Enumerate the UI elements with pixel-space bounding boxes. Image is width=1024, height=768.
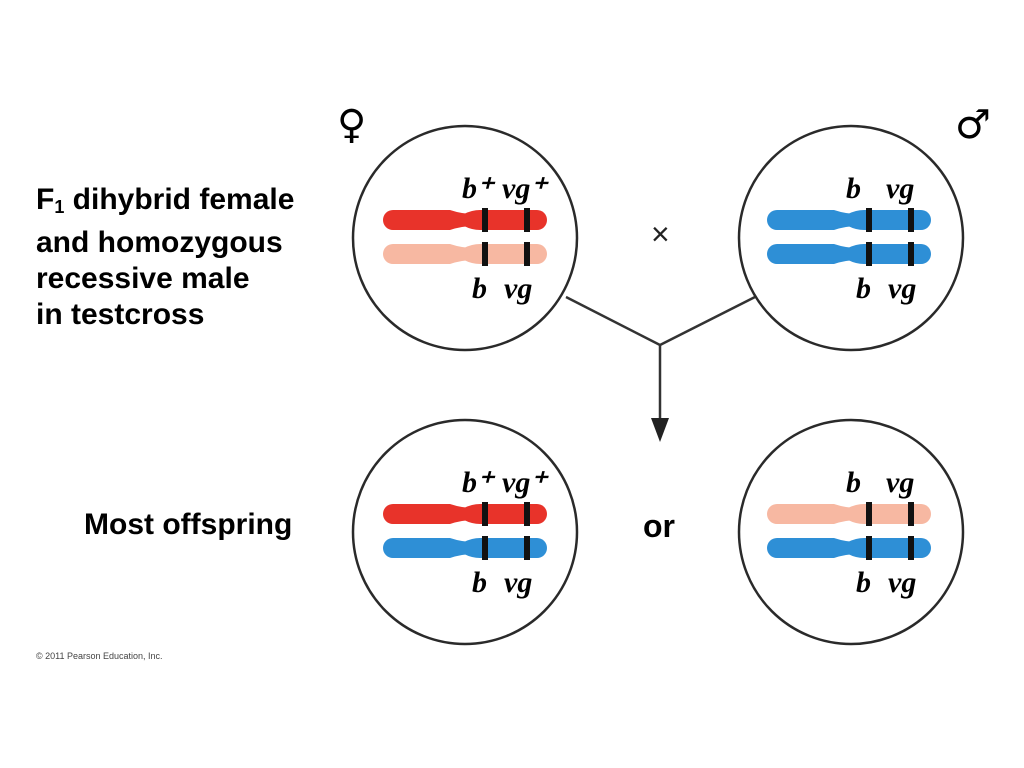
male-symbol-icon: ♂ bbox=[955, 102, 991, 148]
top-b-allele-label: b⁺ bbox=[462, 466, 496, 499]
arrow-head-icon bbox=[651, 418, 669, 442]
caption-line4: in testcross bbox=[36, 298, 205, 331]
bottom-b-allele-label: b bbox=[472, 272, 487, 305]
b-locus-band bbox=[866, 208, 872, 232]
most-offspring-label: Most offspring bbox=[84, 508, 293, 541]
vg-locus-band bbox=[524, 208, 530, 232]
b-locus-band bbox=[482, 536, 488, 560]
top-vg-allele-label: vg⁺ bbox=[502, 172, 549, 205]
bottom-vg-allele-label: vg bbox=[888, 566, 916, 599]
cell-outline bbox=[737, 124, 965, 352]
cell-outline bbox=[351, 418, 579, 646]
top-chromosome bbox=[767, 208, 931, 232]
cell-outline bbox=[737, 418, 965, 646]
cell-outline bbox=[351, 124, 579, 352]
copyright-text: © 2011 Pearson Education, Inc. bbox=[36, 651, 163, 661]
bottom-b-allele-label: b bbox=[472, 566, 487, 599]
cross-symbol: × bbox=[651, 216, 670, 252]
female-connector-line bbox=[565, 295, 661, 347]
caption-line2: and homozygous bbox=[36, 226, 283, 259]
b-locus-band bbox=[482, 242, 488, 266]
top-b-allele-label: b bbox=[846, 466, 861, 499]
b-locus-band bbox=[866, 502, 872, 526]
bottom-chromosome bbox=[383, 242, 547, 266]
b-locus-band bbox=[482, 208, 488, 232]
female-symbol-icon: ♀ bbox=[337, 102, 366, 148]
top-b-allele-label: b bbox=[846, 172, 861, 205]
caption-line1: dihybrid female bbox=[64, 183, 295, 216]
b-locus-band bbox=[482, 502, 488, 526]
top-vg-allele-label: vg bbox=[886, 466, 914, 499]
bottom-chromosome bbox=[767, 536, 931, 560]
vg-locus-band bbox=[524, 242, 530, 266]
or-label: or bbox=[643, 508, 675, 544]
testcross-caption: F1 dihybrid female and homozygous recess… bbox=[36, 182, 294, 333]
top-chromosome bbox=[767, 502, 931, 526]
vg-locus-band bbox=[908, 208, 914, 232]
bottom-b-allele-label: b bbox=[856, 566, 871, 599]
bottom-vg-allele-label: vg bbox=[504, 272, 532, 305]
bottom-chromosome bbox=[767, 242, 931, 266]
vg-locus-band bbox=[908, 242, 914, 266]
vg-locus-band bbox=[908, 536, 914, 560]
top-b-allele-label: b⁺ bbox=[462, 172, 496, 205]
top-chromosome bbox=[383, 502, 547, 526]
bottom-chromosome bbox=[383, 536, 547, 560]
male-connector-line bbox=[659, 295, 756, 347]
top-vg-allele-label: vg bbox=[886, 172, 914, 205]
b-locus-band bbox=[866, 536, 872, 560]
cross-connector bbox=[565, 295, 756, 442]
top-chromosome bbox=[383, 208, 547, 232]
f1-subscript: 1 bbox=[54, 197, 65, 217]
bottom-vg-allele-label: vg bbox=[888, 272, 916, 305]
b-locus-band bbox=[866, 242, 872, 266]
vg-locus-band bbox=[524, 536, 530, 560]
bottom-b-allele-label: b bbox=[856, 272, 871, 305]
f1-label: F bbox=[36, 183, 55, 216]
caption-line3: recessive male bbox=[36, 262, 250, 295]
vg-locus-band bbox=[908, 502, 914, 526]
vg-locus-band bbox=[524, 502, 530, 526]
bottom-vg-allele-label: vg bbox=[504, 566, 532, 599]
top-vg-allele-label: vg⁺ bbox=[502, 466, 549, 499]
